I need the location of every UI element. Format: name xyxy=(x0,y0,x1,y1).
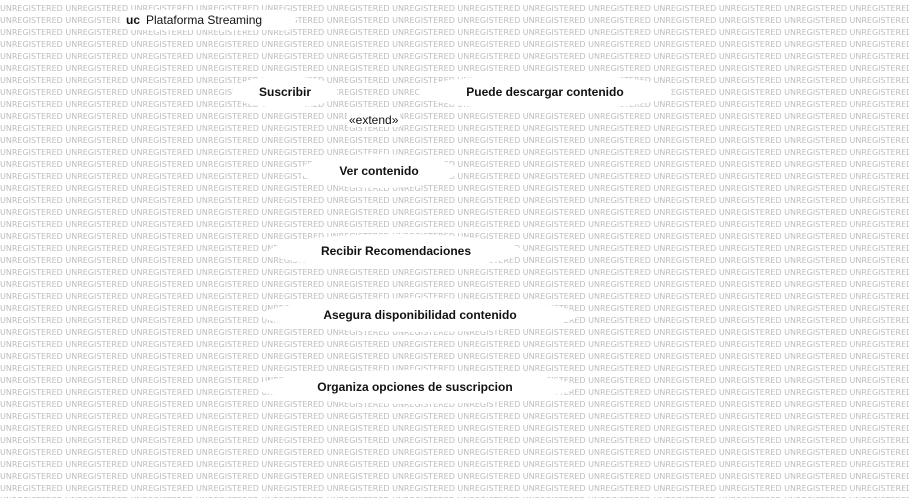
watermark-row: UNREGISTERED UNREGISTERED UNREGISTERED U… xyxy=(0,112,909,121)
watermark-row: UNREGISTERED UNREGISTERED UNREGISTERED U… xyxy=(0,196,909,205)
use-case-ver-contenido[interactable]: Ver contenido xyxy=(300,154,458,188)
watermark-row: UNREGISTERED UNREGISTERED UNREGISTERED U… xyxy=(0,436,909,445)
watermark-row: UNREGISTERED UNREGISTERED UNREGISTERED U… xyxy=(0,328,909,337)
watermark-row: UNREGISTERED UNREGISTERED UNREGISTERED U… xyxy=(0,184,909,193)
watermark-row: UNREGISTERED UNREGISTERED UNREGISTERED U… xyxy=(0,40,909,49)
watermark-row: UNREGISTERED UNREGISTERED UNREGISTERED U… xyxy=(0,172,909,181)
watermark-row: UNREGISTERED UNREGISTERED UNREGISTERED U… xyxy=(0,352,909,361)
watermark-row: UNREGISTERED UNREGISTERED UNREGISTERED U… xyxy=(0,364,909,373)
watermark-row: UNREGISTERED UNREGISTERED UNREGISTERED U… xyxy=(0,148,909,157)
watermark-row: UNREGISTERED UNREGISTERED UNREGISTERED U… xyxy=(0,448,909,457)
watermark-row: UNREGISTERED UNREGISTERED UNREGISTERED U… xyxy=(0,280,909,289)
use-case-label: Ver contenido xyxy=(339,164,419,178)
use-case-label: Suscribir xyxy=(258,85,312,99)
use-case-label: Puede descargar contenido xyxy=(466,85,624,99)
watermark-row: UNREGISTERED UNREGISTERED UNREGISTERED U… xyxy=(0,4,909,13)
frame-name: Plataforma Streaming xyxy=(146,13,263,27)
use-case-label: Recibir Recomendaciones xyxy=(320,244,472,258)
watermark-row: UNREGISTERED UNREGISTERED UNREGISTERED U… xyxy=(0,28,909,37)
watermark-row: UNREGISTERED UNREGISTERED UNREGISTERED U… xyxy=(0,136,909,145)
use-case-label: Organiza opciones de suscripcion xyxy=(317,380,513,394)
use-case-descargar-contenido[interactable]: Puede descargar contenido xyxy=(418,74,672,110)
watermark-row: UNREGISTERED UNREGISTERED UNREGISTERED U… xyxy=(0,16,909,25)
use-case-recibir-recomendaciones[interactable]: Recibir Recomendaciones xyxy=(270,234,522,268)
diagram-frame-title: uc Plataforma Streaming xyxy=(120,10,296,30)
watermark-row: UNREGISTERED UNREGISTERED UNREGISTERED U… xyxy=(0,220,909,229)
watermark-row: UNREGISTERED UNREGISTERED UNREGISTERED U… xyxy=(0,400,909,409)
watermark-row: UNREGISTERED UNREGISTERED UNREGISTERED U… xyxy=(0,460,909,469)
use-case-asegura-disponibilidad[interactable]: Asegura disponibilidad contenido xyxy=(262,298,578,332)
watermark-row: UNREGISTERED UNREGISTERED UNREGISTERED U… xyxy=(0,340,909,349)
watermark-row: UNREGISTERED UNREGISTERED UNREGISTERED U… xyxy=(0,424,909,433)
extend-stereotype-label: «extend» xyxy=(347,113,401,127)
watermark-row: UNREGISTERED UNREGISTERED UNREGISTERED U… xyxy=(0,412,909,421)
watermark-row: UNREGISTERED UNREGISTERED UNREGISTERED U… xyxy=(0,64,909,73)
watermark-row: UNREGISTERED UNREGISTERED UNREGISTERED U… xyxy=(0,208,909,217)
watermark-row: UNREGISTERED UNREGISTERED UNREGISTERED U… xyxy=(0,268,909,277)
use-case-suscribir[interactable]: Suscribir xyxy=(232,76,338,108)
frame-keyword: uc xyxy=(126,13,141,27)
watermark-row: UNREGISTERED UNREGISTERED UNREGISTERED U… xyxy=(0,292,909,301)
watermark-row: UNREGISTERED UNREGISTERED UNREGISTERED U… xyxy=(0,496,909,498)
watermark-row: UNREGISTERED UNREGISTERED UNREGISTERED U… xyxy=(0,160,909,169)
use-case-organiza-suscripcion[interactable]: Organiza opciones de suscripcion xyxy=(256,370,574,404)
watermark-row: UNREGISTERED UNREGISTERED UNREGISTERED U… xyxy=(0,124,909,133)
watermark-row: UNREGISTERED UNREGISTERED UNREGISTERED U… xyxy=(0,52,909,61)
watermark-row: UNREGISTERED UNREGISTERED UNREGISTERED U… xyxy=(0,484,909,493)
use-case-label: Asegura disponibilidad contenido xyxy=(323,308,517,322)
watermark-row: UNREGISTERED UNREGISTERED UNREGISTERED U… xyxy=(0,472,909,481)
